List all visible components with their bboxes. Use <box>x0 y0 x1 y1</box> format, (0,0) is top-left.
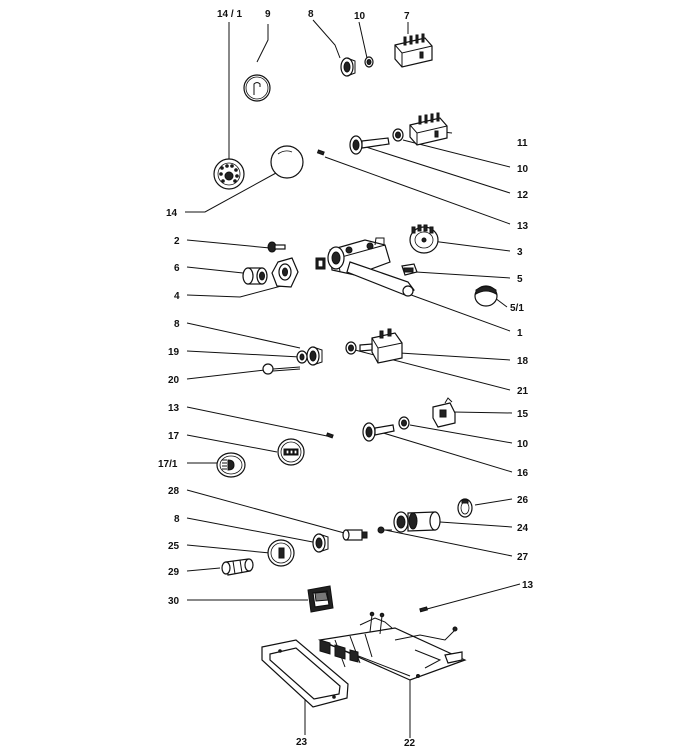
panel-frame <box>261 639 349 708</box>
pin-b <box>325 432 334 439</box>
relay-block-top <box>394 33 433 68</box>
callout-10: 10 <box>517 439 529 450</box>
callout-23: 23 <box>296 737 308 748</box>
callout-10: 10 <box>354 11 366 22</box>
pin-c <box>419 606 428 613</box>
callout-10: 10 <box>517 164 529 175</box>
relay-block <box>409 112 448 146</box>
lighter-ring <box>457 498 473 518</box>
callout-16: 16 <box>517 468 529 479</box>
pull-switch <box>359 328 403 364</box>
bushing <box>242 267 268 285</box>
knob-shaft <box>349 135 390 155</box>
spring <box>377 526 392 534</box>
washer <box>296 350 308 364</box>
round-lens <box>270 145 304 179</box>
knob-mid <box>306 346 323 366</box>
nut-b <box>392 128 404 142</box>
cigar-lighter <box>393 511 441 533</box>
steering-lock <box>315 237 415 297</box>
screw <box>267 241 286 253</box>
callout-19: 19 <box>168 347 180 358</box>
small-switch <box>401 263 418 276</box>
callout-5: 5 <box>517 274 523 285</box>
callout-15: 15 <box>517 409 529 420</box>
knob-top <box>340 57 356 77</box>
callout-21: 21 <box>517 386 529 397</box>
callout-8: 8 <box>174 319 180 330</box>
leader-lines <box>185 19 521 738</box>
callout-12: 12 <box>517 190 529 201</box>
callout-14: 14 <box>166 208 178 219</box>
lighter-cap <box>267 539 295 567</box>
callout-labels: 14 / 1 9 8 10 7 11 10 12 14 13 2 3 6 5 4… <box>158 9 534 748</box>
callout-3: 3 <box>517 247 523 258</box>
callout-13: 13 <box>517 221 529 232</box>
callout-17-1: 17/1 <box>158 459 178 470</box>
cap <box>474 285 498 307</box>
nut-d <box>398 416 410 430</box>
nut-top <box>364 56 374 68</box>
ignition-switch <box>409 224 439 254</box>
callout-29: 29 <box>168 567 180 578</box>
callout-5-1: 5/1 <box>510 303 524 314</box>
callout-14-1: 14 / 1 <box>217 9 242 20</box>
callout-27: 27 <box>517 552 529 563</box>
callout-13: 13 <box>168 403 180 414</box>
pin-a <box>316 149 325 156</box>
clock-dial <box>243 74 271 102</box>
callout-18: 18 <box>517 356 529 367</box>
lamp-symbol-cap <box>216 452 246 478</box>
callout-25: 25 <box>168 541 180 552</box>
bulb-holder <box>342 529 368 541</box>
callout-26: 26 <box>517 495 529 506</box>
callout-20: 20 <box>168 375 180 386</box>
callout-6: 6 <box>174 263 180 274</box>
callout-11: 11 <box>517 138 528 149</box>
callout-22: 22 <box>404 738 416 748</box>
callout-28: 28 <box>168 486 180 497</box>
lighter-element <box>221 558 254 576</box>
key-bolt <box>262 363 301 375</box>
callout-7: 7 <box>404 11 410 22</box>
callout-24: 24 <box>517 523 529 534</box>
callout-9: 9 <box>265 9 271 20</box>
symbol-cap <box>277 438 305 466</box>
callout-13: 13 <box>522 580 534 591</box>
callout-8: 8 <box>174 514 180 525</box>
instrument-gauge <box>213 158 245 190</box>
callout-2: 2 <box>174 236 180 247</box>
nut-c <box>345 341 357 355</box>
callout-30: 30 <box>168 596 180 607</box>
knob-low <box>312 533 329 553</box>
control-panel <box>317 611 467 681</box>
plate <box>271 257 299 288</box>
callout-17: 17 <box>168 431 180 442</box>
knob-shaft-2 <box>362 422 395 442</box>
callout-8: 8 <box>308 9 314 20</box>
bracket-switch <box>432 397 456 428</box>
callout-4: 4 <box>174 291 180 302</box>
rocker-switch <box>307 585 334 613</box>
callout-1: 1 <box>517 328 523 339</box>
